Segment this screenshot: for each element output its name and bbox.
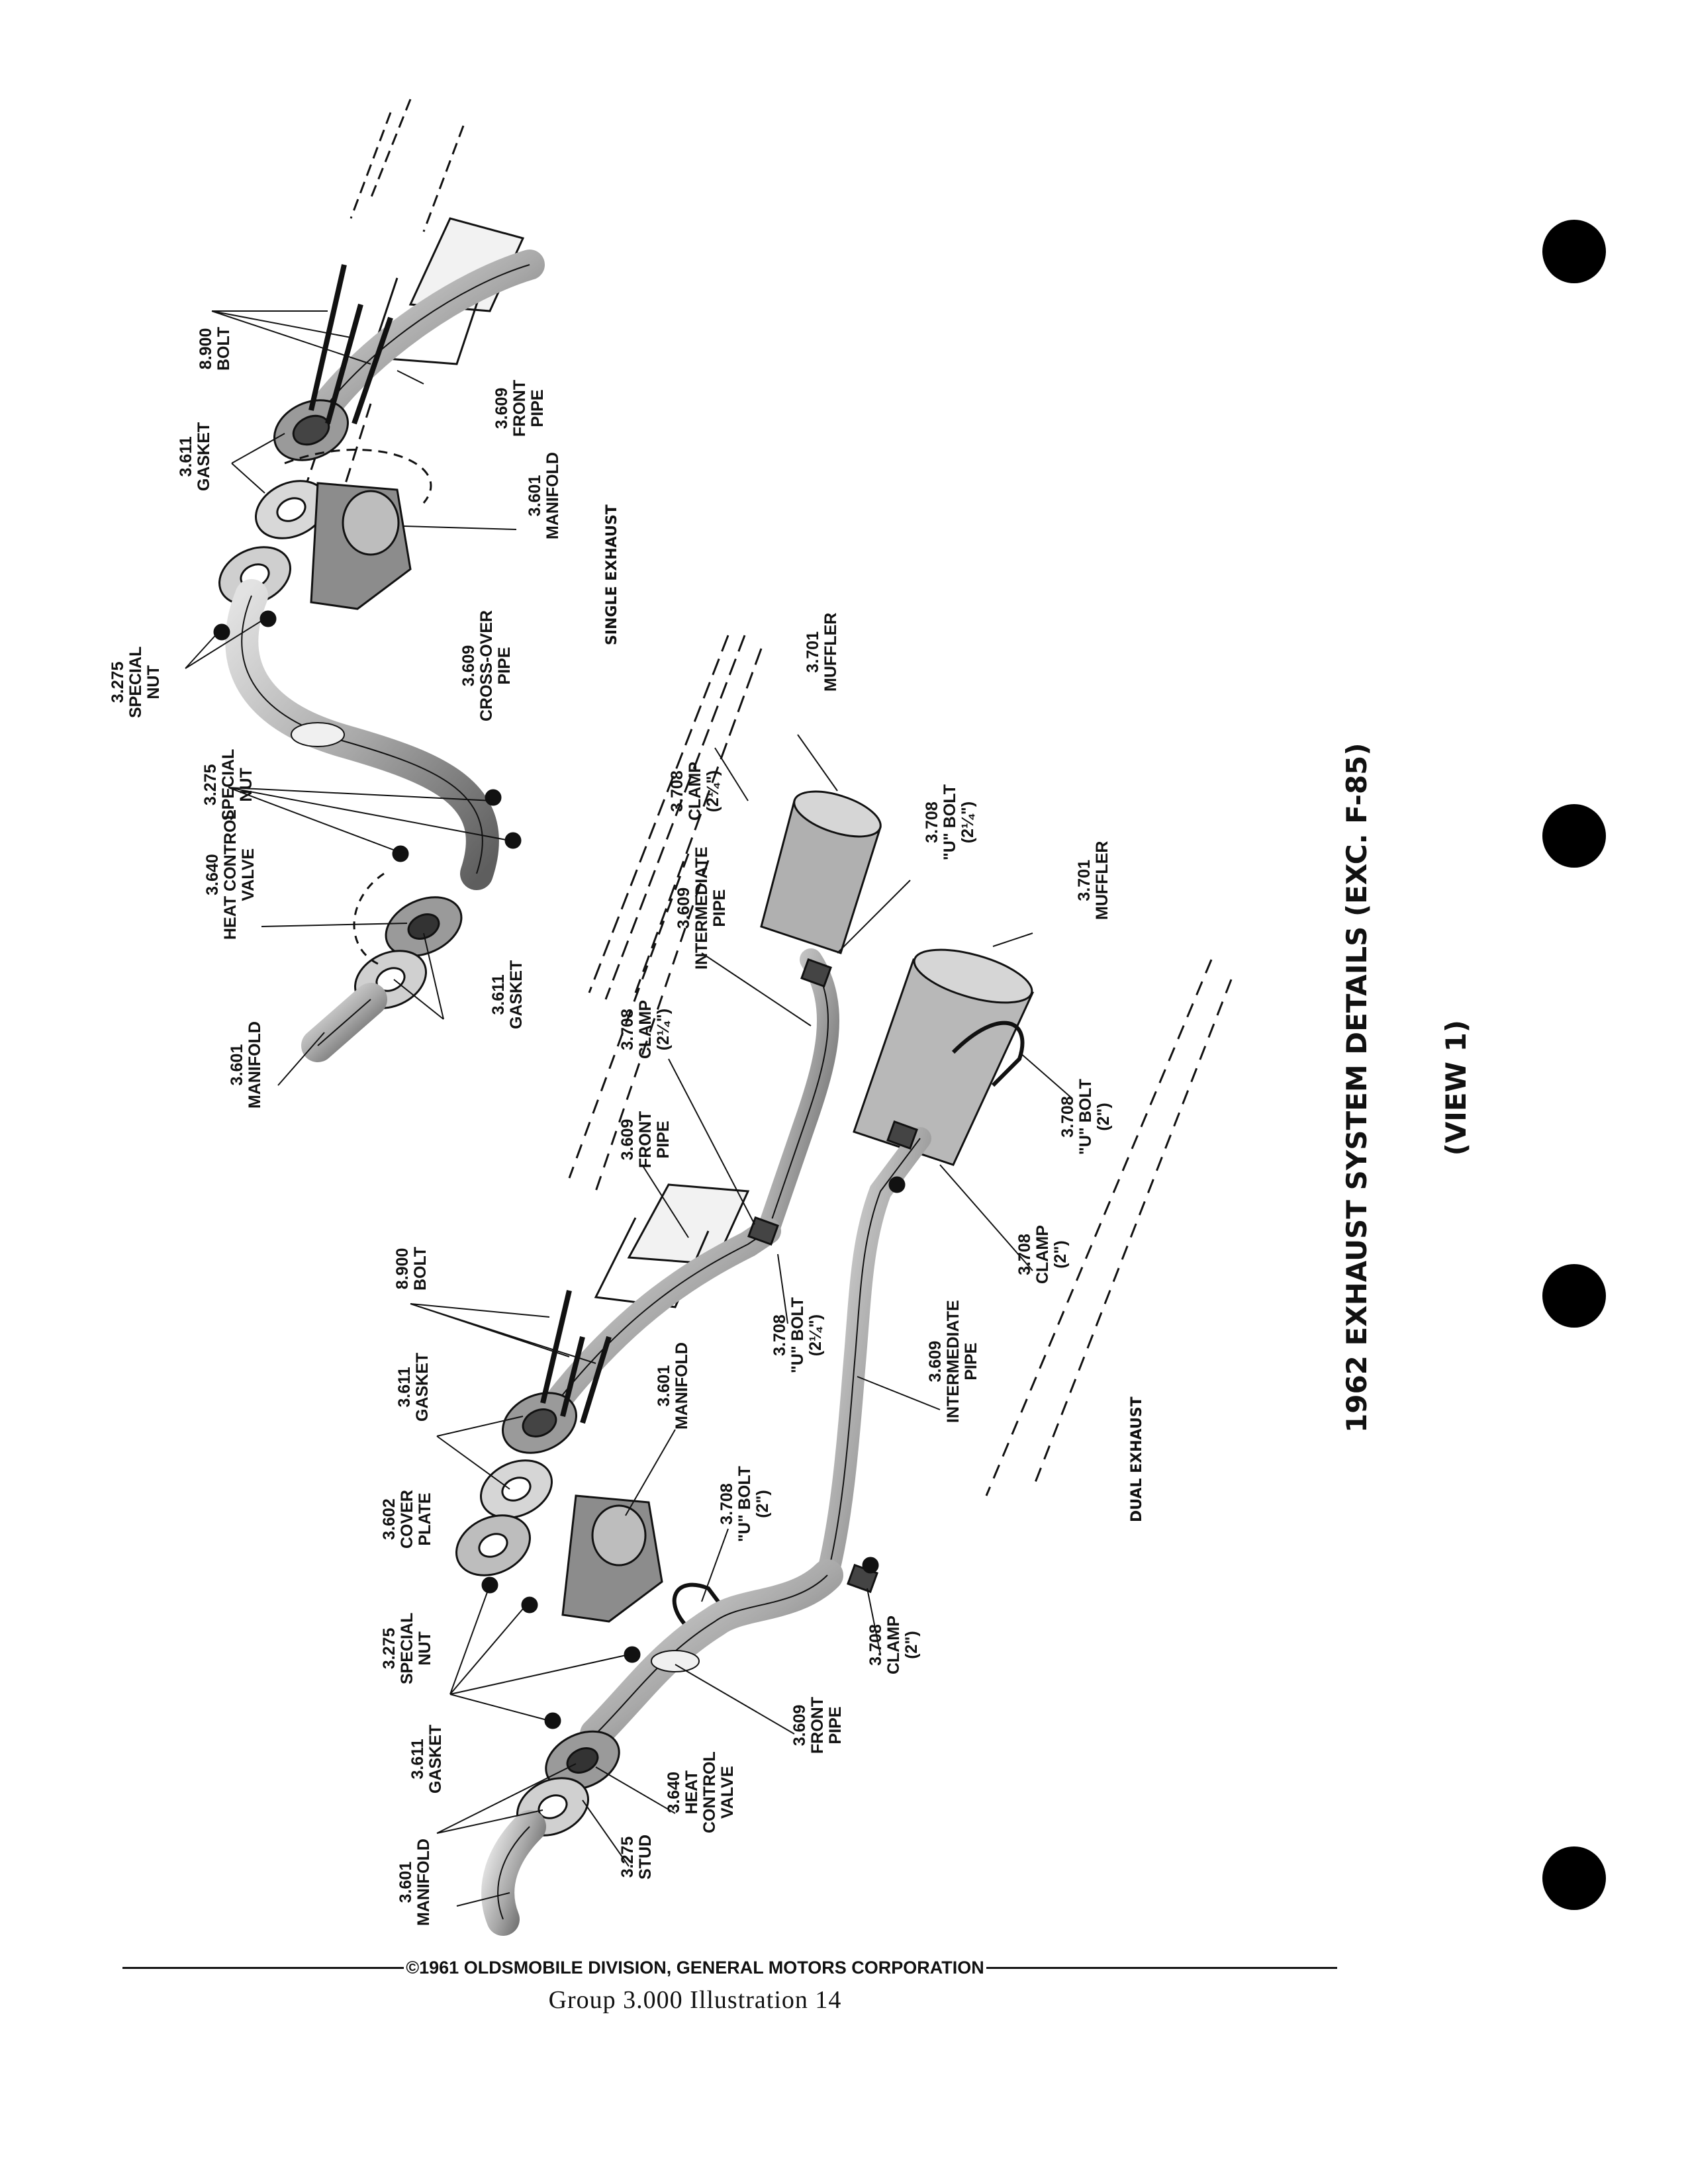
binder-hole-3	[1542, 1264, 1606, 1328]
frame-rail-2	[369, 277, 485, 365]
diagram-title-line1: 1962 EXHAUST SYSTEM DETAILS (EXC. F-85)	[1340, 743, 1373, 1433]
single-exhaust-leaders	[185, 310, 517, 1086]
label-de-intermediate-pipe-bottom: 3.609 INTERMEDIATE PIPE	[926, 1300, 980, 1423]
u-bolt-left	[672, 1582, 730, 1630]
label-de-gasket-2: 3.611 GASKET	[408, 1724, 445, 1794]
clamp-right	[886, 1120, 918, 1150]
bolt-dual-2	[560, 1336, 585, 1417]
label-se-gasket-2: 3.611 GASKET	[489, 960, 526, 1029]
label-de-muffler-top: 3.701 MUFFLER	[804, 612, 840, 692]
group-illustration-number: Group 3.000 Illustration 14	[548, 1986, 842, 2014]
diagram-title: 1962 EXHAUST SYSTEM DETAILS (EXC. F-85) …	[1274, 743, 1506, 1433]
label-de-manifold-2: 3.601 MANIFOLD	[397, 1839, 433, 1926]
label-de-ubolt-mid: 3.708 "U" BOLT (2¼")	[771, 1297, 825, 1373]
nut-single-4	[485, 789, 502, 806]
label-se-heat-control-valve: 3.640 HEAT CONTROL VALVE	[203, 809, 258, 940]
single-exhaust-assembly	[185, 99, 545, 1086]
label-de-bolt: 8.900 BOLT	[393, 1246, 430, 1291]
nut-dual-6	[862, 1557, 879, 1574]
u-bolt-right	[951, 1021, 1025, 1087]
label-se-special-nut-1: 3.275 SPECIAL NUT	[109, 646, 163, 718]
binder-hole-2	[1542, 804, 1606, 868]
label-de-clamp-bottom: 3.708 CLAMP (2")	[867, 1615, 921, 1674]
label-de-ubolt-top: 3.708 "U" BOLT (2¼")	[923, 784, 977, 860]
label-se-bolt: 8.900 BOLT	[197, 326, 233, 371]
bolt-dual-3	[580, 1336, 612, 1424]
label-de-special-nut: 3.275 SPECIAL NUT	[380, 1612, 434, 1684]
label-de-clamp-right: 3.708 CLAMP (2")	[1015, 1225, 1070, 1284]
nut-dual-4	[624, 1646, 641, 1663]
label-de-front-pipe: 3.609 FRONT PIPE	[618, 1111, 673, 1168]
label-de-stud: 3.275 STUD	[618, 1834, 655, 1880]
label-de-cover-plate: 3.602 COVER PLATE	[380, 1490, 434, 1549]
footer-rule-left	[122, 1967, 404, 1969]
label-de-muffler-right: 3.701 MUFFLER	[1075, 841, 1111, 920]
label-de-gasket: 3.611 GASKET	[395, 1352, 432, 1422]
section-dual-exhaust: DUAL EXHAUST	[1129, 1396, 1145, 1522]
crossover-pipe	[225, 579, 499, 890]
nut-dual-5	[888, 1176, 906, 1193]
nut-dual-3	[544, 1712, 561, 1729]
label-de-clamp-mid: 3.708 CLAMP (2¼")	[618, 1000, 673, 1059]
dual-exhaust-assembly	[410, 635, 1233, 1936]
binder-hole-4	[1542, 1846, 1606, 1910]
nut-single-1	[213, 623, 230, 641]
nut-dual-2	[521, 1596, 538, 1614]
copyright-notice: ©1961 OLDSMOBILE DIVISION, GENERAL MOTOR…	[406, 1958, 984, 1978]
bolt-single-2	[325, 303, 363, 425]
nut-single-5	[504, 832, 522, 849]
label-se-manifold: 3.601 MANIFOLD	[526, 452, 562, 539]
label-de-heat-control-valve: 3.640 HEAT CONTROL VALVE	[665, 1751, 737, 1833]
label-de-ubolt-right: 3.708 "U" BOLT (2")	[1058, 1079, 1113, 1155]
clamp-top	[800, 958, 832, 988]
label-se-gasket: 3.611 GASKET	[177, 422, 213, 491]
label-de-ubolt-left: 3.708 "U" BOLT (2")	[718, 1466, 772, 1542]
nut-single-2	[259, 610, 277, 627]
footer-rule-right	[986, 1967, 1337, 1969]
clamp-mid	[747, 1216, 779, 1246]
label-se-manifold-2: 3.601 MANIFOLD	[228, 1021, 264, 1109]
diagram-title-line2: (VIEW 1)	[1440, 1020, 1472, 1156]
bolt-single-1	[308, 264, 347, 411]
nut-single-3	[392, 845, 409, 862]
label-de-manifold: 3.601 MANIFOLD	[655, 1342, 691, 1430]
binder-hole-1	[1542, 220, 1606, 283]
manifold-pipe-dual	[481, 1810, 546, 1936]
intermediate-pipe-top	[757, 948, 840, 1242]
bolt-single-3	[352, 316, 393, 425]
label-se-crossover-pipe: 3.609 CROSS-OVER PIPE	[459, 610, 514, 721]
label-de-front-pipe-bottom: 3.609 FRONT PIPE	[790, 1696, 845, 1754]
frame-outline	[350, 99, 465, 232]
label-de-clamp-top: 3.708 CLAMP (2¼")	[668, 762, 722, 821]
section-single-exhaust: SINGLE EXHAUST	[604, 504, 620, 645]
intermediate-pipe-bottom	[816, 1127, 931, 1586]
dual-exhaust-leaders	[410, 734, 1073, 1907]
bolt-dual-1	[540, 1290, 572, 1404]
label-de-intermediate-pipe-top: 3.609 INTERMEDIATE PIPE	[675, 846, 729, 970]
label-se-front-pipe: 3.609 FRONT PIPE	[492, 379, 547, 437]
